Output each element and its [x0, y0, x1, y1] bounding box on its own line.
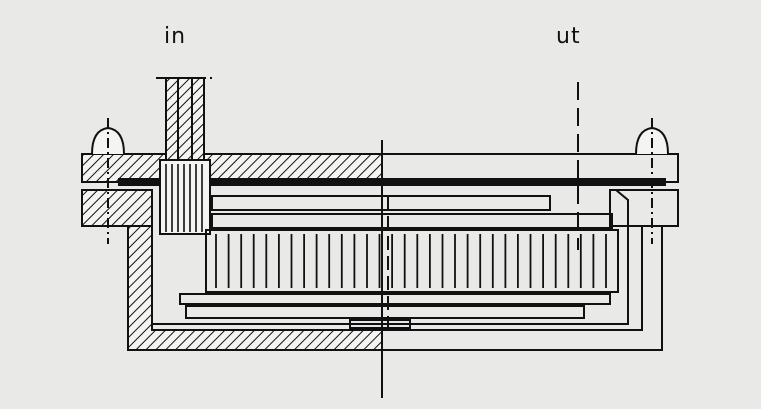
- inlet-label: in: [164, 24, 187, 49]
- right-flange-block: [609, 189, 679, 227]
- top-plate-open: [381, 153, 679, 183]
- housing-left-hatched: [127, 225, 383, 351]
- housing-right-wall: [382, 225, 663, 351]
- left-flange-block: [81, 189, 153, 227]
- top-plate-hatched: [81, 153, 383, 183]
- outlet-label: ut: [556, 24, 581, 49]
- inner-wall: [151, 190, 382, 325]
- grille-frame: [205, 229, 619, 293]
- inner-wall-right: [382, 189, 629, 325]
- inlet-pipe: [165, 77, 205, 161]
- lower-plate-1: [179, 293, 611, 305]
- fitting-threads: [165, 164, 203, 232]
- gasket-strip: [118, 178, 666, 186]
- right-screw: [635, 118, 669, 244]
- left-screw: [91, 118, 125, 244]
- lower-plate-2: [185, 305, 585, 319]
- upper-plate-2: [211, 213, 613, 229]
- lower-plate-3: [349, 319, 411, 329]
- grille-ribs: [215, 234, 607, 288]
